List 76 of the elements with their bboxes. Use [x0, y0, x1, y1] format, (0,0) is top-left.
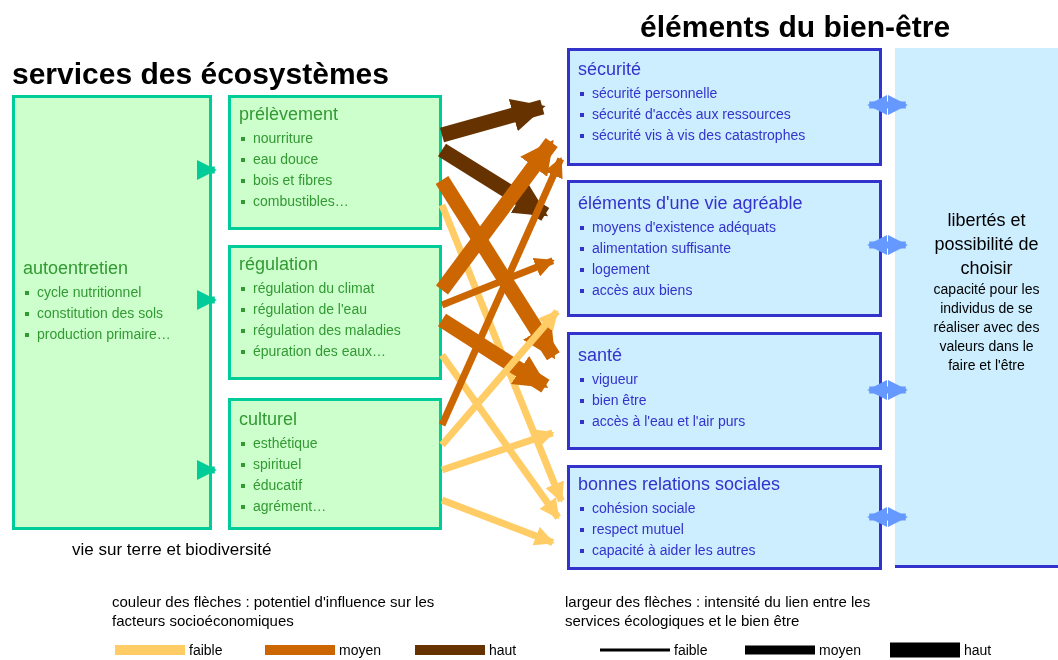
arrow: [438, 157, 564, 427]
section-heading: services des écosystèmes: [12, 57, 389, 91]
heading: régulation: [239, 254, 320, 275]
list-item: accès aux biens: [578, 280, 871, 301]
legend-label: moyen: [819, 642, 862, 658]
service-box: [228, 95, 442, 230]
arrow: [438, 203, 565, 503]
heading: autoentretien: [23, 258, 130, 279]
double-arrow: [867, 507, 908, 527]
section-heading: éléments du bien-être: [640, 10, 951, 44]
list-item: bois et fibres: [239, 170, 431, 191]
service-box: [228, 245, 442, 380]
list-item: accès à l'eau et l'air purs: [578, 411, 871, 432]
legend-label: faible: [189, 642, 223, 658]
heading: éléments d'une vie agréable: [578, 193, 804, 214]
heading: santé: [578, 345, 624, 366]
list-item: moyens d'existence adéquats: [578, 217, 871, 238]
list-item: cycle nutritionnel: [23, 282, 201, 303]
heading: culturel: [239, 409, 299, 430]
list-item: esthétique: [239, 433, 431, 454]
double-arrow: [867, 95, 908, 115]
service-box: [12, 95, 212, 530]
list-item: cohésion sociale: [578, 498, 871, 519]
list-item: régulation du climat: [239, 278, 431, 299]
list-item: combustibles…: [239, 191, 431, 212]
list-item: nourriture: [239, 128, 431, 149]
list-item: spirituel: [239, 454, 431, 475]
arrow: [439, 309, 560, 448]
heading: bonnes relations sociales: [578, 474, 782, 495]
heading: libertés et possibilité de choisir: [933, 209, 1040, 280]
double-arrow: [867, 235, 908, 255]
service-box: [228, 398, 442, 530]
list-item: sécurité d'accès aux ressources: [578, 104, 871, 125]
heading: prélèvement: [239, 104, 340, 125]
arrow: [196, 290, 217, 310]
list-item: alimentation suffisante: [578, 238, 871, 259]
arrow: [196, 460, 217, 480]
list-item: régulation des maladies: [239, 320, 431, 341]
list-item: épuration des eaux…: [239, 341, 431, 362]
legend-label: moyen: [339, 642, 382, 658]
arrow: [437, 313, 550, 393]
double-arrow: [867, 380, 908, 400]
legend-label: faible: [674, 642, 708, 658]
well-being-box: [567, 465, 882, 570]
arrow: [196, 160, 217, 180]
arrow: [440, 429, 555, 474]
list-item: sécurité personnelle: [578, 83, 871, 104]
legend-heading: couleur des flèches : potentiel d'influence sur les facteurs socioéconomiques: [112, 592, 436, 630]
list-item: vigueur: [578, 369, 871, 390]
list-item: agrément…: [239, 496, 431, 517]
arrow: [440, 496, 555, 546]
caption: vie sur terre et biodiversité: [72, 540, 272, 560]
list-item: éducatif: [239, 475, 431, 496]
list-item: sécurité vis à vis des catastrophes: [578, 125, 871, 146]
well-being-box: [567, 48, 882, 166]
list-item: régulation de l'eau: [239, 299, 431, 320]
arrow: [439, 352, 561, 520]
list-item: eau douce: [239, 149, 431, 170]
description: capacité pour les individus de se réaliser avec des valeurs dans le faire et l'être: [932, 280, 1041, 375]
list-item: production primaire…: [23, 324, 201, 345]
freedom-box: [895, 48, 1058, 568]
arrow: [438, 143, 550, 221]
heading: sécurité: [578, 59, 643, 80]
list-item: constitution des sols: [23, 303, 201, 324]
well-being-box: [567, 332, 882, 450]
arrow: [440, 98, 546, 143]
list-item: bien être: [578, 390, 871, 411]
legend-label: haut: [964, 642, 992, 658]
list-item: capacité à aider les autres: [578, 540, 871, 561]
arrow: [440, 257, 555, 309]
well-being-box: [567, 180, 882, 317]
legend-label: haut: [489, 642, 517, 658]
arrow: [436, 138, 558, 295]
list-item: respect mutuel: [578, 519, 871, 540]
list-item: logement: [578, 259, 871, 280]
legend-heading: largeur des flèches : intensité du lien entre les services écologiques et le bien être: [565, 592, 872, 630]
